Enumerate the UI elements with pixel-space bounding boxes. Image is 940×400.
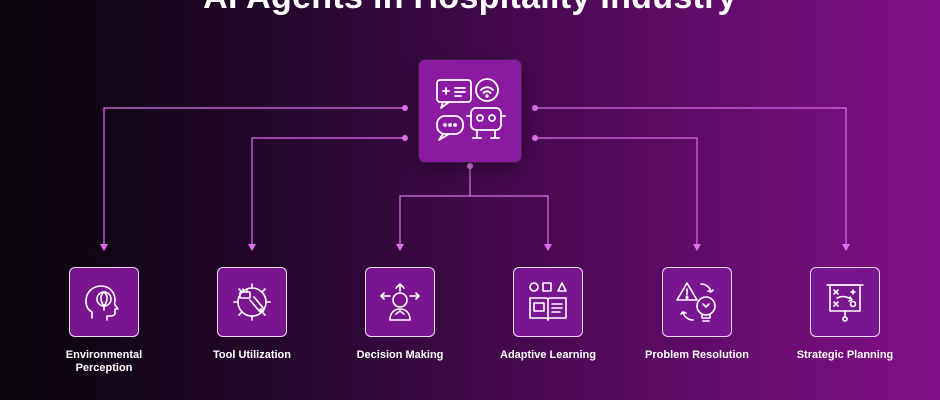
connector-tool-utilization <box>251 137 405 247</box>
open-book-shapes-icon <box>529 282 567 321</box>
connector-adaptive-learning <box>470 195 549 247</box>
connector-decision-making <box>399 195 470 247</box>
node-problem-resolution <box>662 267 732 337</box>
connector-environmental-perception <box>103 107 405 247</box>
person-arrows-icon <box>380 283 420 321</box>
head-leaf-icon <box>85 285 119 321</box>
warning-bulb-icon <box>676 282 716 322</box>
label-strategic-planning: Strategic Planning <box>796 349 894 361</box>
node-decision-making <box>365 267 435 337</box>
strategy-board-icon <box>826 284 864 322</box>
label-tool-utilization: Tool Utilization <box>212 349 291 361</box>
page-title: AI Agents in Hospitality Industry <box>0 0 940 17</box>
label-decision-making: Decision Making <box>356 349 444 361</box>
node-strategic-planning <box>810 267 880 337</box>
node-adaptive-learning <box>513 267 583 337</box>
connector-problem-resolution <box>535 137 698 247</box>
node-tool-utilization <box>217 267 287 337</box>
gear-wrench-icon <box>233 283 271 321</box>
node-environmental-perception <box>69 267 139 337</box>
label-problem-resolution: Problem Resolution <box>645 349 749 361</box>
connector-strategic-planning <box>535 107 847 247</box>
robot-chat-icon <box>436 78 506 141</box>
hub-box <box>419 60 521 162</box>
label-adaptive-learning: Adaptive Learning <box>500 349 596 361</box>
